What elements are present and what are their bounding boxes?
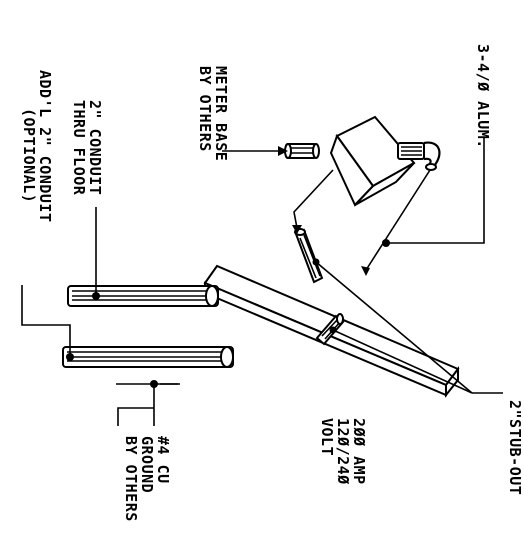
conduit-line2: THRU FLOOR (70, 100, 88, 196)
addl-line1: ADD'L 2" CONDUIT (36, 70, 54, 223)
ground-line2: GROUND (138, 436, 156, 493)
ground-line1: #4 CU (154, 436, 172, 484)
meter-side-face (354, 162, 415, 206)
wire-leader (384, 137, 485, 244)
meter-line2: BY OTHERS (196, 66, 214, 152)
pad-side-face (445, 366, 459, 398)
rating-line1: 2ØØ AMP (350, 418, 368, 485)
meter-line1: METER BASE (212, 66, 230, 161)
text-labels: 3-4/Ø ALUM. 2"STUB-OUT 2ØØ AMP 12Ø/24Ø V… (20, 44, 524, 522)
rating-line2: 12Ø/24Ø (334, 418, 352, 485)
meter-base (284, 115, 416, 207)
wire-label: 3-4/Ø ALUM. (474, 44, 492, 149)
ground-line3: BY OTHERS (122, 436, 140, 522)
addl-line2: (OPTIONAL) (20, 108, 38, 203)
leaders (21, 137, 503, 426)
addl-conduit (62, 346, 234, 368)
rating-line3: VOLT (318, 418, 336, 456)
stub-out-upper (294, 228, 324, 284)
elbow-fitting (397, 141, 441, 171)
conduit-thru-floor (67, 285, 219, 307)
conduit-line1: 2" CONDUIT (86, 100, 104, 195)
stub-out-label: 2"STUB-OUT (506, 400, 524, 495)
addl-leader (21, 285, 71, 357)
